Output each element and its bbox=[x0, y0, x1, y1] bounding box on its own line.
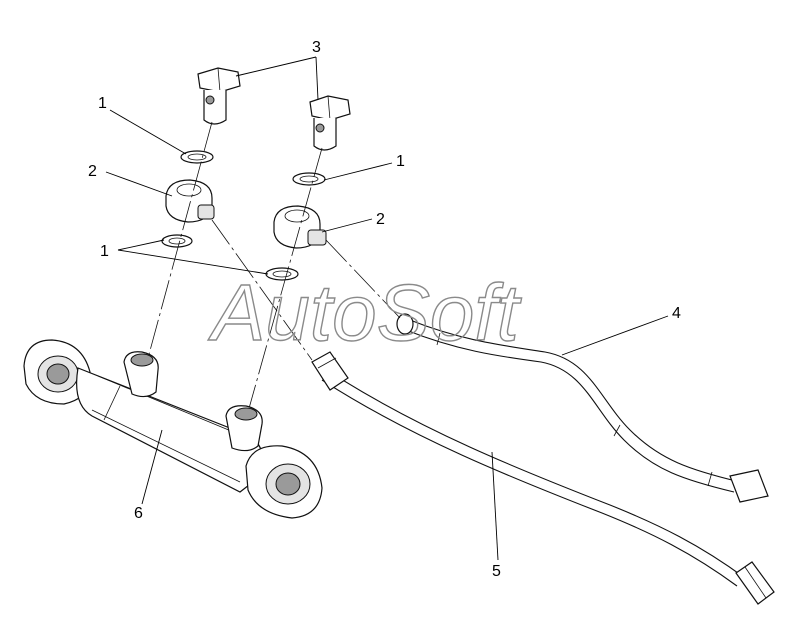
washer-1-lower-left bbox=[161, 234, 193, 248]
callout-3: 3 bbox=[312, 39, 321, 56]
washer-1-top-right bbox=[292, 172, 326, 186]
callout-5: 5 bbox=[492, 563, 501, 580]
watermark-autosoft: AutoSoft bbox=[208, 268, 522, 357]
washer-1-lower-right bbox=[265, 267, 299, 281]
washer-1-top-left bbox=[180, 150, 214, 164]
hose-5 bbox=[311, 351, 775, 605]
callout-6: 6 bbox=[134, 505, 143, 522]
hose-4 bbox=[396, 313, 769, 503]
callout-4: 4 bbox=[672, 305, 681, 322]
callout-1-lower: 1 bbox=[100, 243, 109, 260]
callout-1-right: 1 bbox=[396, 153, 405, 170]
leader-lines bbox=[105, 56, 669, 561]
hydraulic-cylinder bbox=[23, 339, 323, 519]
banjo-fitting-right bbox=[273, 205, 327, 249]
banjo-fitting-left bbox=[165, 179, 215, 223]
callout-2-left: 2 bbox=[88, 163, 97, 180]
banjo-bolt-left bbox=[197, 67, 241, 125]
assembly-lines bbox=[147, 121, 401, 413]
callout-1-top-left: 1 bbox=[98, 95, 107, 112]
banjo-bolt-right bbox=[309, 95, 351, 151]
callout-2-right: 2 bbox=[376, 211, 385, 228]
